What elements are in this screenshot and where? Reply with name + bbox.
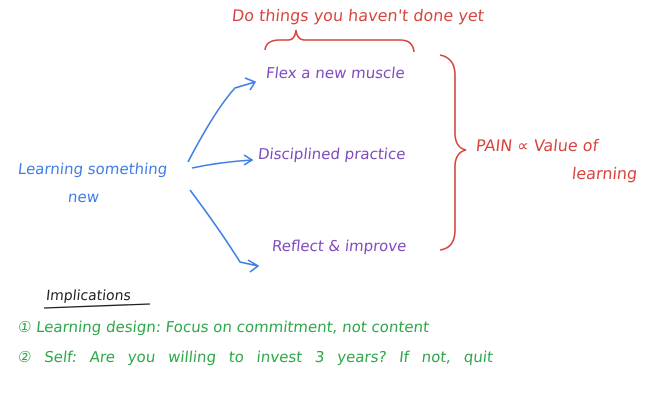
conclusion-line2: learning <box>571 164 639 183</box>
implication-2-text: Self: Are you willing to invest 3 years?… <box>43 348 494 366</box>
right-brace <box>439 54 467 251</box>
arrow-to-reflect <box>189 189 260 273</box>
top-brace <box>264 29 415 53</box>
top-note: Do things you haven't done yet <box>231 6 486 25</box>
arrow-to-practice <box>191 154 254 169</box>
marker-2: ② <box>17 348 33 366</box>
marker-1: ① <box>17 318 33 336</box>
branch-flex: Flex a new muscle <box>265 64 406 82</box>
source-line2: new <box>67 188 100 206</box>
implication-2: ② Self: Are you willing to invest 3 year… <box>17 348 494 366</box>
branch-practice: Disciplined practice <box>257 145 407 163</box>
implications-title: Implications <box>45 288 132 304</box>
conclusion-line1: PAIN ∝ Value of <box>475 136 600 155</box>
implication-1: ① Learning design: Focus on commitment, … <box>17 318 430 336</box>
arrow-to-flex <box>187 77 257 163</box>
source-line1: Learning something <box>17 160 169 178</box>
implication-1-text: Learning design: Focus on commitment, no… <box>35 318 430 336</box>
implications-underline <box>43 303 151 309</box>
branch-reflect: Reflect & improve <box>271 237 408 255</box>
